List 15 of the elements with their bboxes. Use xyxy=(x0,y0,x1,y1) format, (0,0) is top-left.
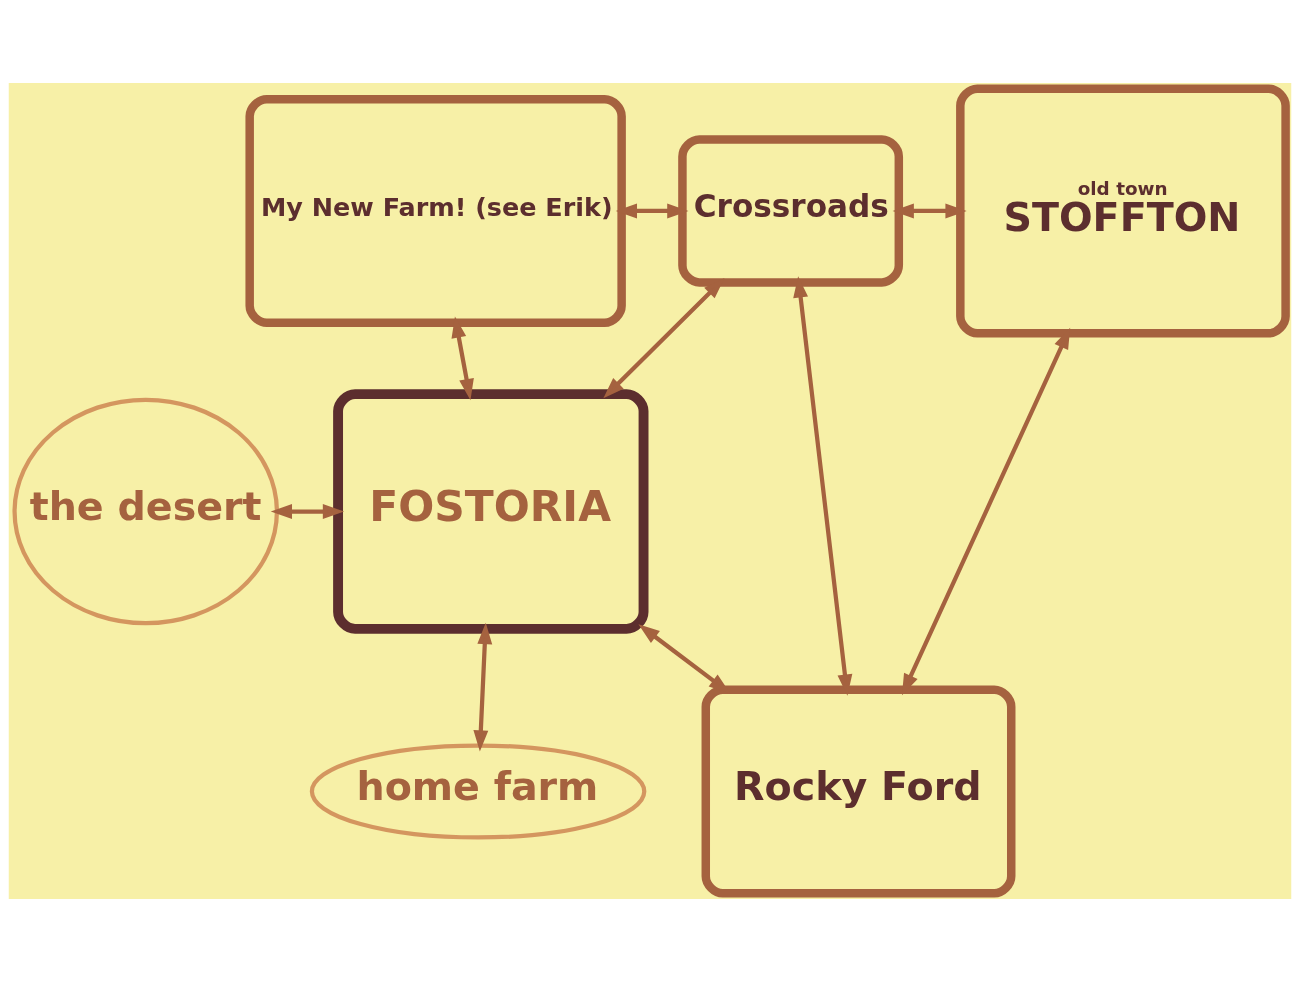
arrow xyxy=(451,316,474,401)
node-box: Crossroads xyxy=(678,135,904,287)
node-box: My New Farm! (see Erik) xyxy=(245,95,626,327)
arrow xyxy=(892,203,967,219)
arrow xyxy=(793,276,853,696)
arrow xyxy=(615,203,689,219)
arrow xyxy=(473,622,493,752)
node-box: old town STOFFTON xyxy=(956,84,1290,338)
node-box: FOSTORIA xyxy=(333,389,649,634)
arrow xyxy=(270,504,345,519)
node-ellipse: home farm xyxy=(309,743,647,840)
node-box: Rocky Ford xyxy=(701,685,1016,898)
arrow xyxy=(603,278,725,399)
node-ellipse: the desert xyxy=(12,397,280,626)
arrow xyxy=(901,327,1071,696)
